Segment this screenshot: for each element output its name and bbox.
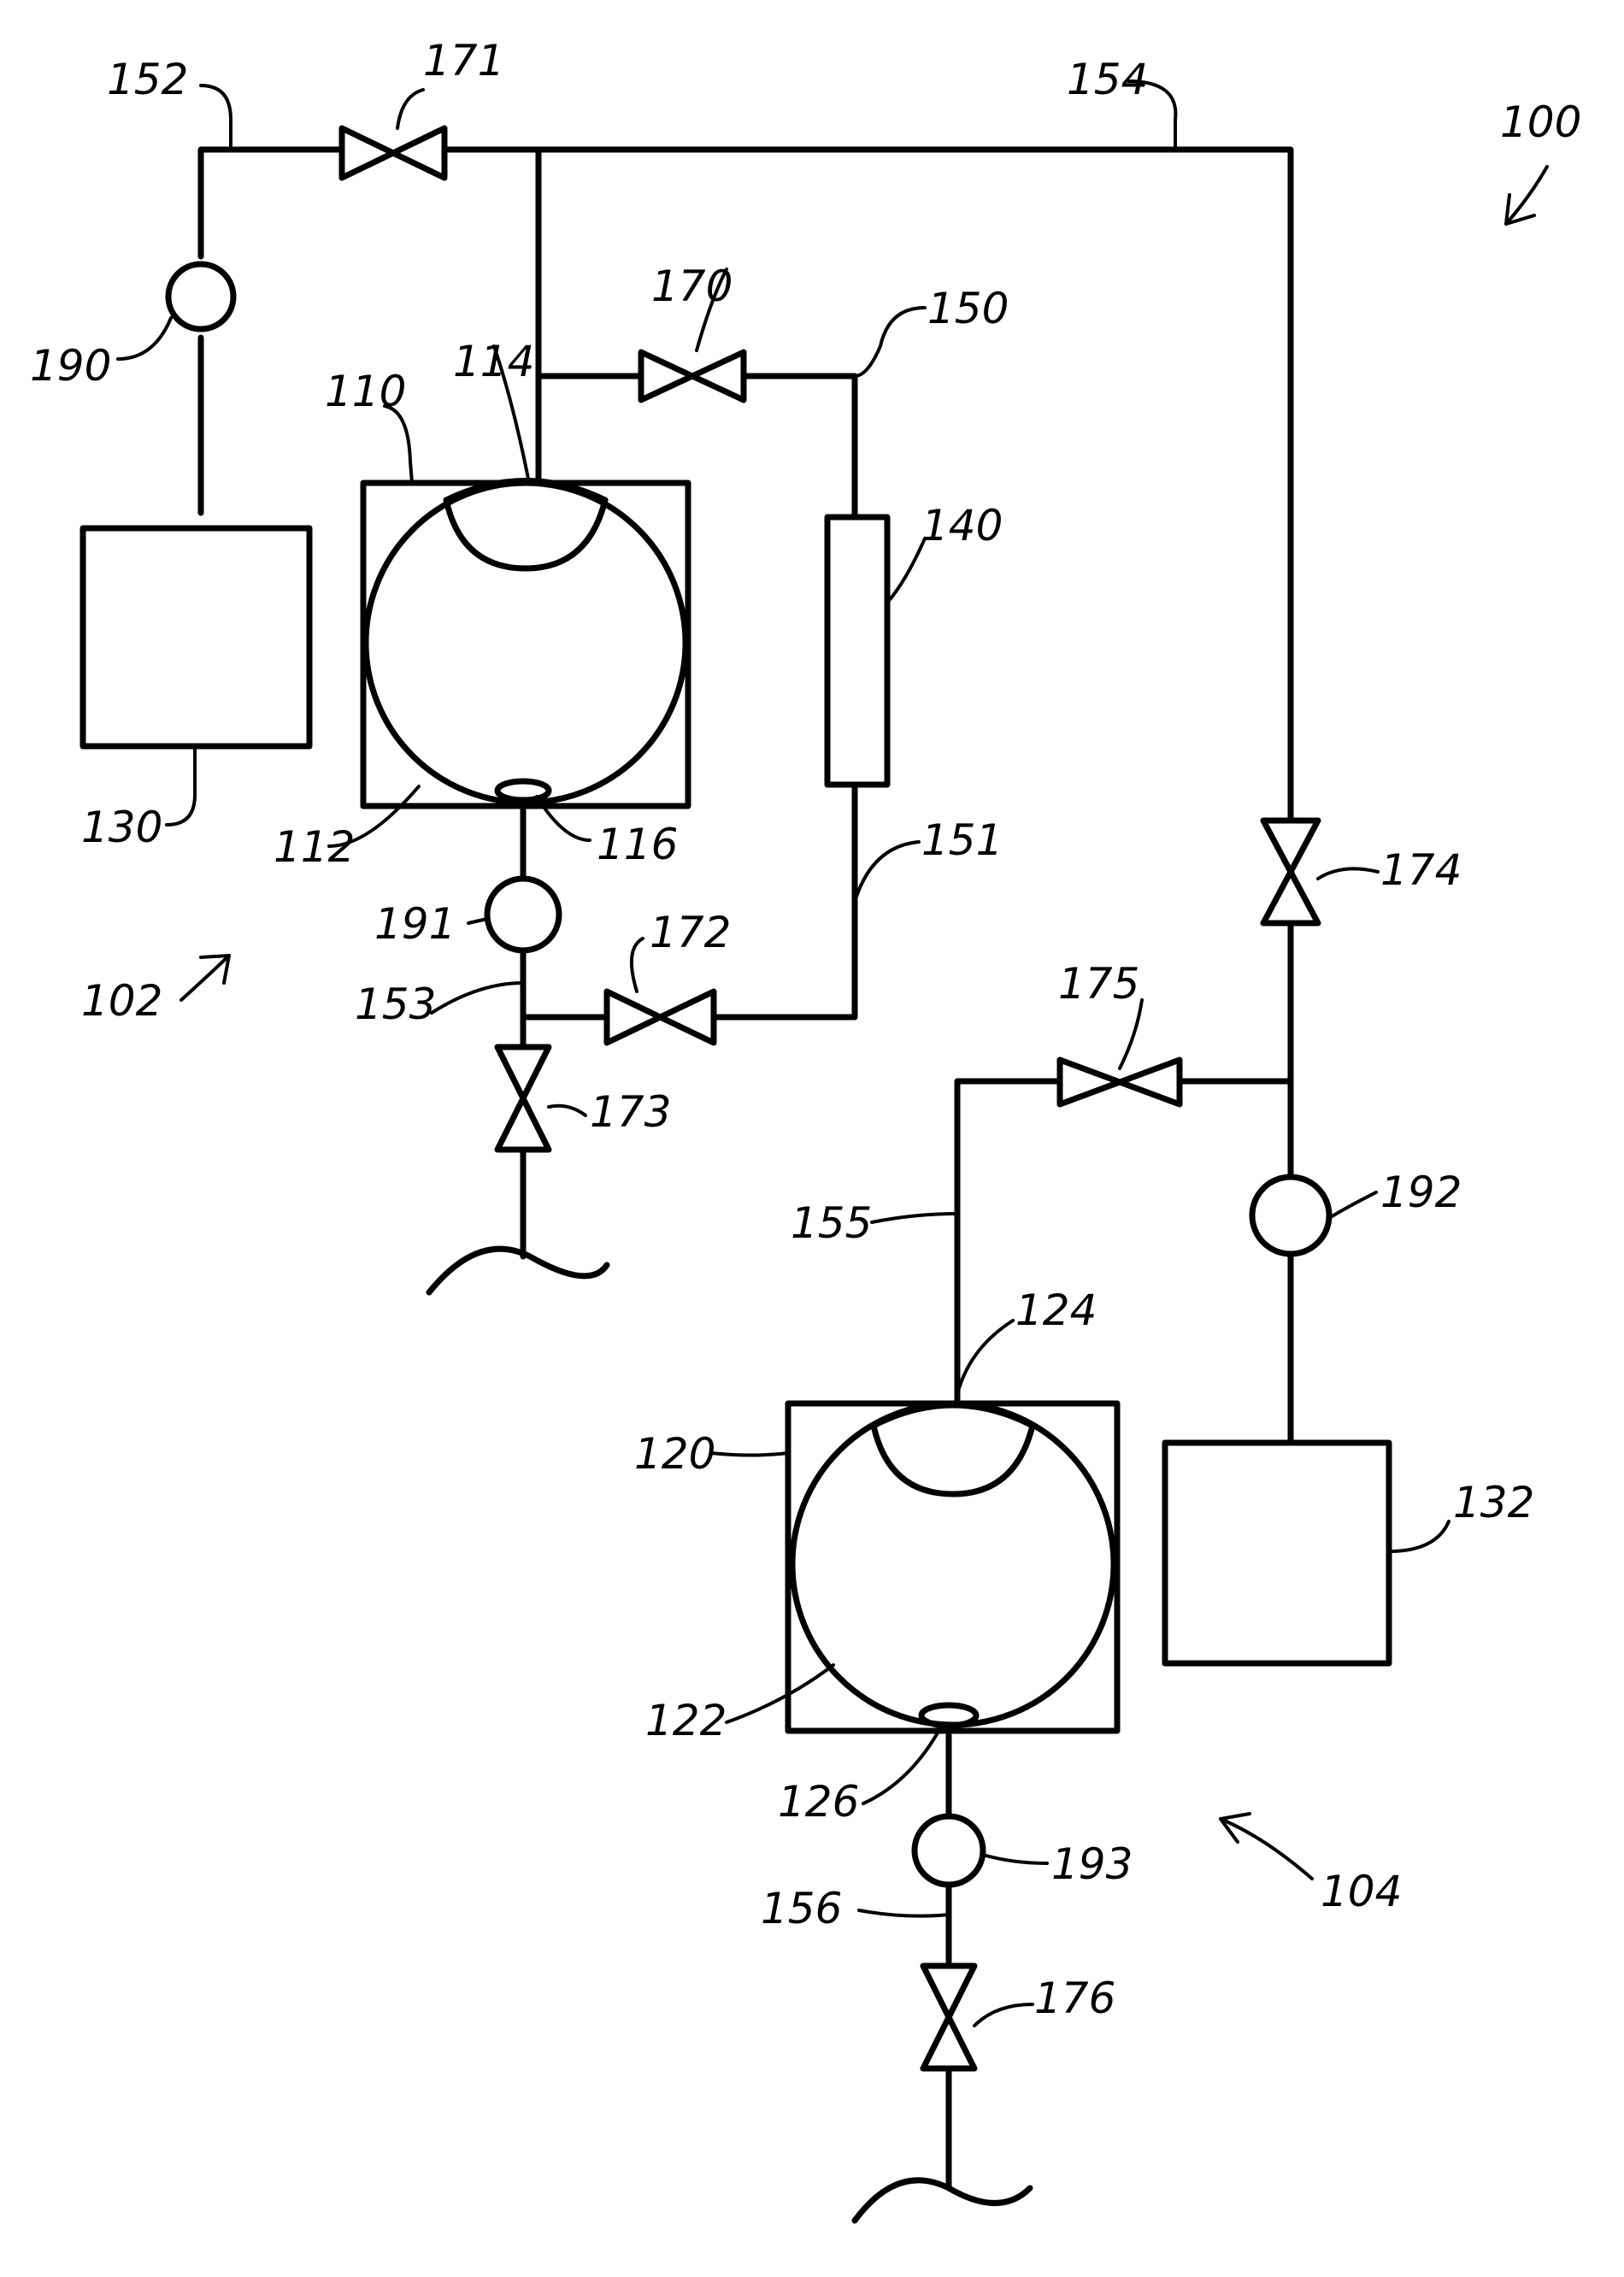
pump-192: [1252, 1177, 1329, 1254]
label-114: 114: [453, 337, 534, 386]
drain-156: [855, 2180, 1030, 2221]
vessel-110: [363, 481, 688, 807]
label-153: 153: [355, 980, 436, 1029]
leader-171: [397, 90, 423, 128]
label-190: 190: [30, 341, 111, 391]
label-116: 116: [597, 820, 678, 869]
label-191: 191: [374, 899, 456, 949]
arrow-102: [181, 956, 229, 1000]
sphere-112: [366, 483, 685, 803]
label-130: 130: [81, 803, 162, 852]
label-100: 100: [1500, 97, 1581, 147]
leader-155: [872, 1214, 957, 1222]
label-173: 173: [590, 1087, 671, 1137]
label-122: 122: [645, 1696, 727, 1745]
headspace-120: [874, 1405, 1033, 1494]
leader-174: [1318, 868, 1378, 879]
label-156: 156: [761, 1884, 842, 1933]
pump-193: [915, 1816, 983, 1885]
leader-140: [887, 538, 925, 603]
arrow-100: [1506, 167, 1547, 224]
leader-192: [1329, 1192, 1376, 1218]
leader-122: [727, 1665, 833, 1722]
leader-173: [549, 1106, 585, 1115]
label-155: 155: [791, 1198, 872, 1248]
label-171: 171: [423, 36, 504, 85]
reference-labels: 152 171 154 100 170 150 114 190 110 140 …: [30, 36, 1581, 2023]
line-152: [201, 150, 538, 513]
valve-171: [342, 128, 444, 178]
leader-110: [385, 406, 412, 483]
leader-120: [711, 1453, 788, 1456]
label-110: 110: [325, 367, 406, 416]
leader-124: [956, 1321, 1013, 1402]
label-112: 112: [274, 822, 355, 872]
leader-150: [855, 308, 925, 376]
label-104: 104: [1321, 1867, 1402, 1916]
label-152: 152: [107, 55, 188, 104]
valve-174: [1263, 821, 1318, 923]
source-tank-132: [1165, 1443, 1389, 1663]
line-155: [957, 1081, 1291, 1402]
label-175: 175: [1058, 959, 1139, 1009]
label-154: 154: [1067, 55, 1148, 104]
label-192: 192: [1380, 1168, 1462, 1217]
label-174: 174: [1380, 845, 1462, 895]
leader-175: [1120, 1000, 1142, 1068]
valve-172: [607, 991, 714, 1043]
leader-151: [855, 842, 919, 902]
line-151: [714, 785, 855, 1017]
leader-176: [974, 2004, 1033, 2026]
label-170: 170: [651, 262, 733, 311]
label-176: 176: [1034, 1974, 1115, 2023]
label-102: 102: [81, 976, 162, 1026]
leader-193: [983, 1855, 1047, 1863]
label-151: 151: [921, 815, 1003, 865]
valve-170: [641, 352, 744, 400]
label-193: 193: [1051, 1839, 1133, 1889]
leader-156: [859, 1910, 949, 1916]
valve-176: [923, 1966, 974, 2068]
arrow-104: [1221, 1814, 1312, 1879]
leader-130: [167, 746, 195, 825]
valve-173: [497, 1047, 549, 1150]
drains: [429, 1249, 1030, 2221]
label-120: 120: [634, 1429, 715, 1479]
leader-172: [632, 938, 643, 991]
leader-126: [863, 1728, 940, 1803]
drain-153: [429, 1249, 607, 1292]
pump-190: [168, 264, 233, 329]
line-153: [523, 808, 607, 1256]
port-116: [497, 781, 549, 800]
label-140: 140: [921, 501, 1003, 550]
label-150: 150: [927, 284, 1009, 333]
filter-140: [827, 517, 887, 785]
label-132: 132: [1453, 1478, 1534, 1527]
leader-152: [201, 85, 231, 150]
leader-191: [468, 919, 487, 923]
label-124: 124: [1015, 1286, 1097, 1335]
leader-132: [1389, 1521, 1449, 1551]
label-172: 172: [650, 908, 731, 957]
leader-153: [432, 983, 523, 1013]
vessel-120: [788, 1403, 1117, 1731]
label-126: 126: [778, 1777, 859, 1827]
pump-191: [487, 879, 559, 950]
leader-190: [118, 318, 171, 359]
sphere-122: [792, 1403, 1114, 1725]
source-tank-130: [83, 528, 309, 746]
